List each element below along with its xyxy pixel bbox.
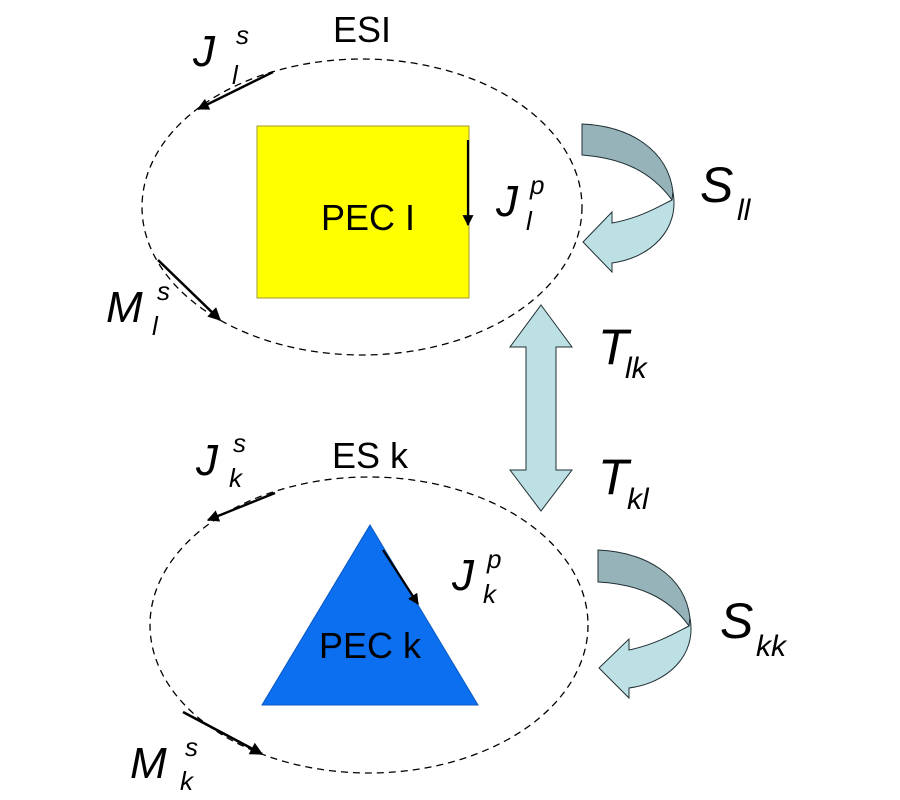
pec-l-rectangle [256,125,470,299]
surface-current-l-label: J s l [192,20,249,90]
svg-text:p: p [529,170,544,200]
es-l-label: ESI [333,9,391,50]
surface-magnetic-k-label: M s k [130,732,198,796]
svg-text:kk: kk [756,630,788,663]
svg-text:J: J [451,551,475,600]
equivalent-surface-l [141,58,583,356]
svg-text:T: T [598,319,632,375]
svg-text:s: s [185,732,198,762]
surface-current-k-arrow [206,491,276,522]
svg-text:lk: lk [625,352,649,385]
svg-text:k: k [229,463,244,493]
svg-text:kl: kl [627,483,650,516]
svg-text:s: s [157,276,170,306]
surface-magnetic-l-arrow [157,259,221,321]
pec-k-label: PEC k [319,625,422,666]
svg-text:J: J [192,27,216,76]
svg-text:ll: ll [737,194,752,227]
scattering-kk-arrow [597,549,692,700]
scattering-ll-arrow [581,123,675,274]
svg-text:T: T [598,449,632,505]
svg-text:l: l [152,311,159,341]
svg-text:S: S [700,157,733,213]
svg-text:p: p [486,544,501,574]
svg-text:s: s [233,428,246,458]
translation-kl-label: T kl [598,449,650,516]
translation-double-arrow [508,304,574,512]
surface-current-l-arrow [196,70,274,111]
svg-text:J: J [495,177,519,226]
pec-k-current-arrow [382,549,419,605]
scattering-kk-label: S kk [720,593,788,663]
svg-text:J: J [195,436,219,485]
surface-current-k-label: J s k [195,428,246,493]
svg-text:k: k [483,579,498,609]
pec-current-k-label: J p k [451,544,501,609]
surface-magnetic-k-arrow [182,710,264,756]
pec-k-triangle [261,524,479,706]
svg-text:k: k [180,766,195,796]
es-k-label: ES k [332,435,409,476]
surface-magnetic-l-label: M s l [106,276,170,341]
svg-text:l: l [232,60,239,90]
svg-text:M: M [106,283,143,332]
pec-current-l-label: J p l [495,170,544,236]
translation-lk-label: T lk [598,319,649,385]
svg-text:s: s [236,20,249,50]
equivalent-surface-k [149,476,589,774]
scattering-ll-label: S ll [700,157,752,227]
svg-text:M: M [130,739,167,788]
pec-l-label: PEC I [321,197,415,238]
svg-text:l: l [526,206,533,236]
svg-text:S: S [720,593,753,649]
